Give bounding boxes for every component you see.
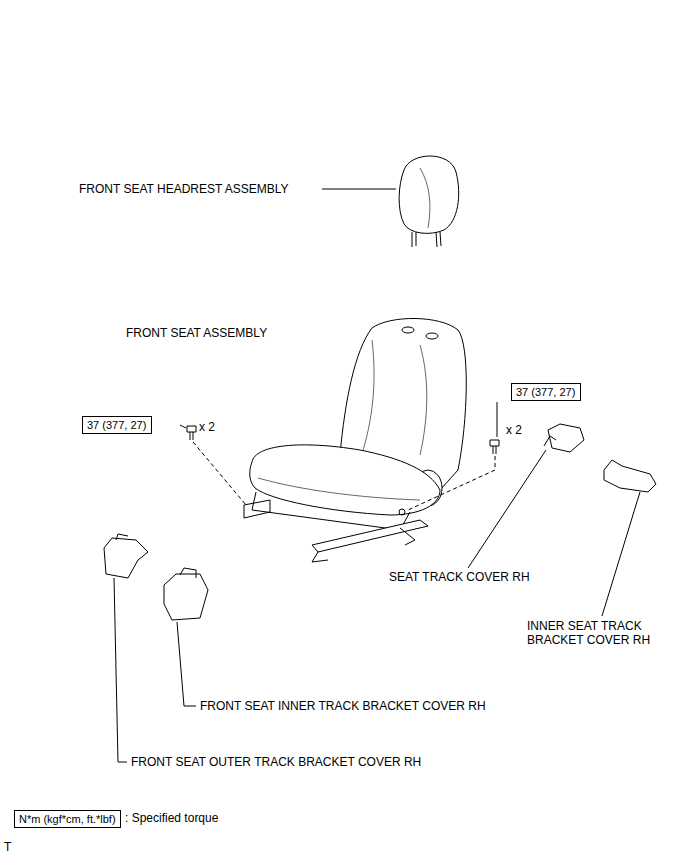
torque-value: 37 (377, 27) [87, 418, 151, 432]
torque-box: 37 (377, 27) [82, 416, 152, 434]
torque-value: N*m (kgf*cm, ft.*lbf) [19, 812, 120, 826]
part-name: FRONT SEAT OUTER TRACK BRACKET COVER RH [130, 755, 422, 769]
part-name: FRONT SEAT ASSEMBLY [125, 326, 268, 340]
part-name: FRONT SEAT HEADREST ASSEMBLY [78, 182, 290, 196]
part-name: SEAT TRACK COVER RH [388, 570, 531, 584]
part-name: FRONT SEAT INNER TRACK BRACKET COVER RH [199, 699, 487, 713]
legend-text: : Specified torque [124, 811, 219, 825]
quantity: x 2 [198, 420, 216, 434]
figure-code: T [3, 840, 12, 854]
quantity: x 2 [505, 423, 523, 437]
legend-box: N*m (kgf*cm, ft.*lbf) [14, 810, 121, 828]
torque-value: 37 (377, 27) [516, 385, 580, 399]
part-name: INNER SEAT TRACK BRACKET COVER RH [526, 619, 678, 647]
torque-box: 37 (377, 27) [511, 383, 581, 401]
